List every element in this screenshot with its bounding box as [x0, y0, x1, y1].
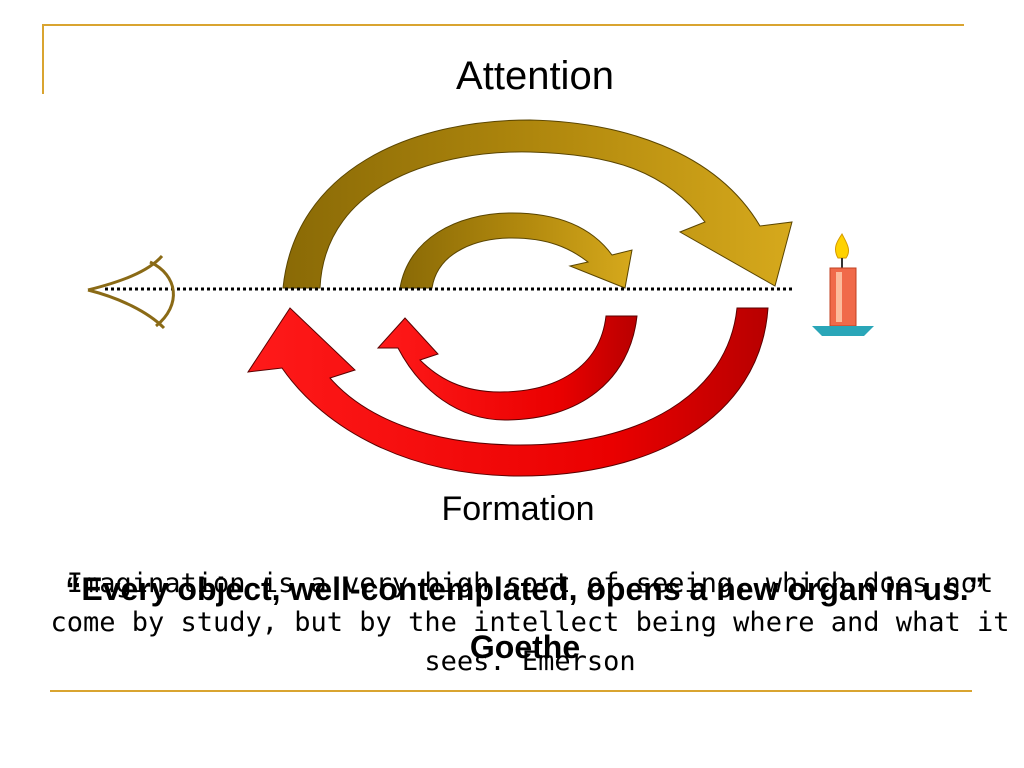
frame-top-line [42, 24, 964, 26]
formation-arrow-outer [246, 307, 769, 477]
frame-bottom-line [50, 690, 972, 692]
attention-label: Attention [456, 54, 614, 98]
attention-arrow-inner [399, 212, 633, 289]
formation-label: Formation [441, 490, 595, 528]
eye-icon [87, 254, 175, 330]
formation-arrow-inner [376, 315, 638, 421]
attention-arrow-outer [282, 119, 793, 289]
goethe-quote: “Every object, well-contemplated, opens … [65, 571, 985, 665]
frame-left-line [42, 24, 44, 94]
emerson-quote: Imagination is a very high sort of seein… [50, 568, 1010, 677]
candle-icon [812, 233, 874, 336]
